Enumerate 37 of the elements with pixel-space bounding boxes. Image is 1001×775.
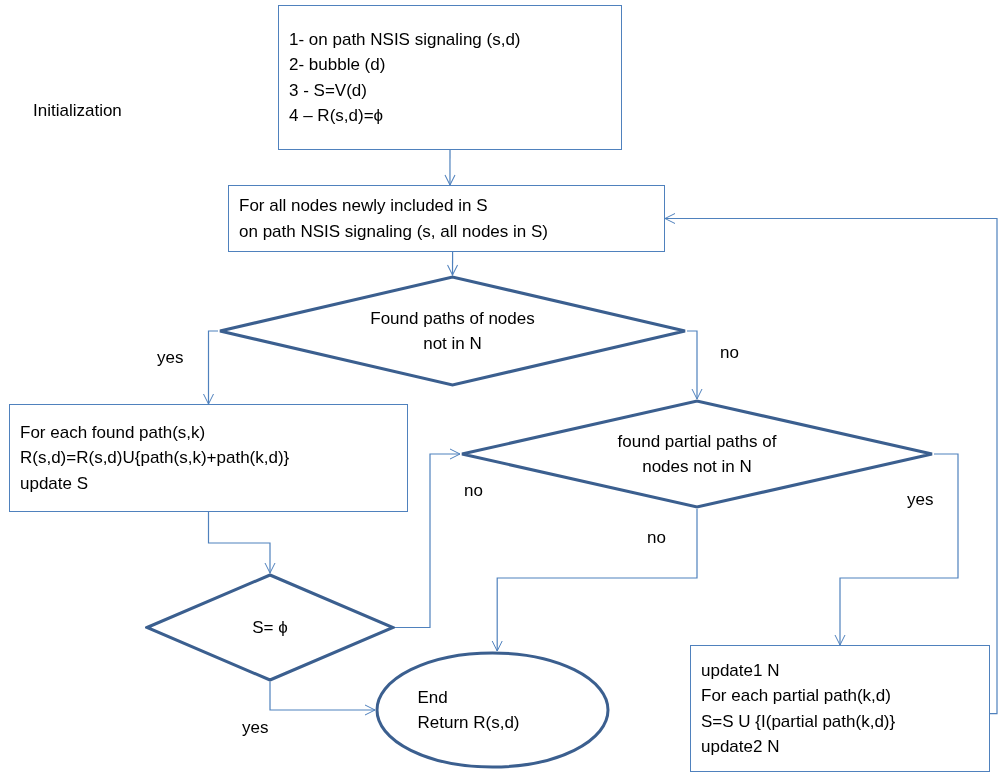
- node-text: For all nodes newly included in S: [239, 195, 488, 217]
- node-text: Return R(s,d): [417, 712, 520, 734]
- connector-arrow: [207, 511, 276, 574]
- node-text: R(s,d)=R(s,d)U{path(s,k)+path(k,d)}: [20, 447, 290, 470]
- node-text: on path NSIS signaling (s, all nodes in S): [239, 220, 548, 243]
- decision-diamond: [218, 275, 687, 387]
- node-text: For each found path(s,k): [20, 421, 206, 444]
- node-text: Found paths of nodes not in N: [369, 307, 536, 355]
- node-text: update1 N: [701, 659, 780, 682]
- section-label: Initialization: [33, 100, 122, 122]
- node-text: update2 N: [701, 736, 780, 758]
- decision-diamond: [145, 573, 395, 682]
- node-text: found partial paths of nodes not in N: [616, 430, 778, 478]
- node-text: 3 - S=V(d): [289, 79, 367, 102]
- node-text: 2- bubble (d): [289, 54, 386, 76]
- connector-arrow: [686, 330, 703, 400]
- process-box: [9, 404, 408, 512]
- node-text: For each partial path(k,d): [701, 685, 891, 707]
- node-text: update S: [20, 472, 89, 495]
- connector-arrow: [447, 251, 459, 276]
- node-text: S=S U {I(partial path(k,d)}: [701, 710, 896, 733]
- process-box: [228, 185, 665, 252]
- connector-arrow: [444, 149, 456, 186]
- node-text: S= ϕ: [252, 616, 288, 639]
- process-box: [278, 5, 622, 150]
- connector-arrow: [664, 213, 998, 715]
- process-box: [690, 645, 990, 772]
- connector-arrow: [269, 681, 376, 716]
- connector-arrow: [394, 448, 461, 629]
- connector-arrow: [203, 330, 219, 405]
- node-text: 1- on path NSIS signaling (s,d): [289, 28, 521, 51]
- node-text: 4 – R(s,d)=ϕ: [289, 105, 384, 127]
- connector-arrow: [834, 453, 959, 646]
- node-text: End: [417, 686, 448, 709]
- decision-diamond: [460, 399, 934, 509]
- end-ellipse: [375, 651, 610, 769]
- connector-arrow: [491, 508, 698, 652]
